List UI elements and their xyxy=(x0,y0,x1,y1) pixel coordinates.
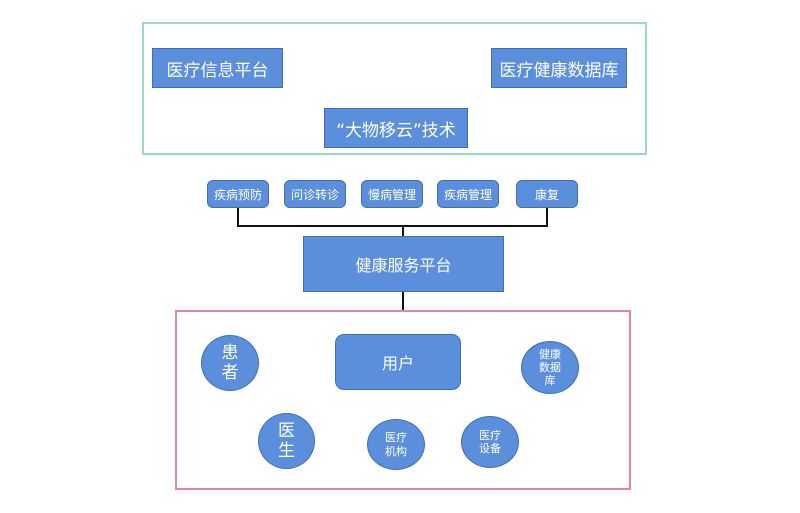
top-section-frame xyxy=(142,22,647,155)
medical-info-platform-box: 医疗信息平台 xyxy=(152,48,283,88)
big-tech-label: “大物移云”技术 xyxy=(336,120,456,141)
patient-circle: 患 者 xyxy=(201,335,259,391)
medical-health-database-label: 医疗健康数据库 xyxy=(499,60,619,81)
connector-line xyxy=(402,292,404,310)
connector-line xyxy=(546,208,548,226)
user-label: 用户 xyxy=(381,354,414,373)
bottom-section-frame xyxy=(175,310,631,490)
connector-line xyxy=(237,208,239,226)
service-disease-prevention: 疾病预防 xyxy=(207,180,269,208)
doctor-circle: 医 生 xyxy=(258,413,315,469)
service-consultation-referral: 问诊转诊 xyxy=(284,180,346,208)
service-chronic-disease-management: 慢病管理 xyxy=(361,180,423,208)
user-box: 用户 xyxy=(335,334,461,390)
health-db-circle: 健康 数据 库 xyxy=(521,341,579,394)
connector-line xyxy=(402,226,404,236)
service-label: 康复 xyxy=(534,187,559,202)
medical-institution-circle: 医疗 机构 xyxy=(367,419,425,470)
medical-health-database-box: 医疗健康数据库 xyxy=(491,48,627,88)
service-label: 问诊转诊 xyxy=(290,187,339,202)
medical-equipment-circle: 医疗 设备 xyxy=(461,416,519,468)
health-service-platform-box: 健康服务平台 xyxy=(303,236,504,292)
service-label: 慢病管理 xyxy=(367,187,416,202)
service-disease-management: 疾病管理 xyxy=(437,180,499,208)
service-label: 疾病预防 xyxy=(213,187,262,202)
health-service-platform-label: 健康服务平台 xyxy=(355,256,452,275)
service-rehabilitation: 康复 xyxy=(516,180,578,208)
service-label: 疾病管理 xyxy=(443,187,492,202)
medical-info-platform-label: 医疗信息平台 xyxy=(166,60,269,81)
connector-line xyxy=(237,225,548,227)
big-tech-box: “大物移云”技术 xyxy=(324,108,468,148)
